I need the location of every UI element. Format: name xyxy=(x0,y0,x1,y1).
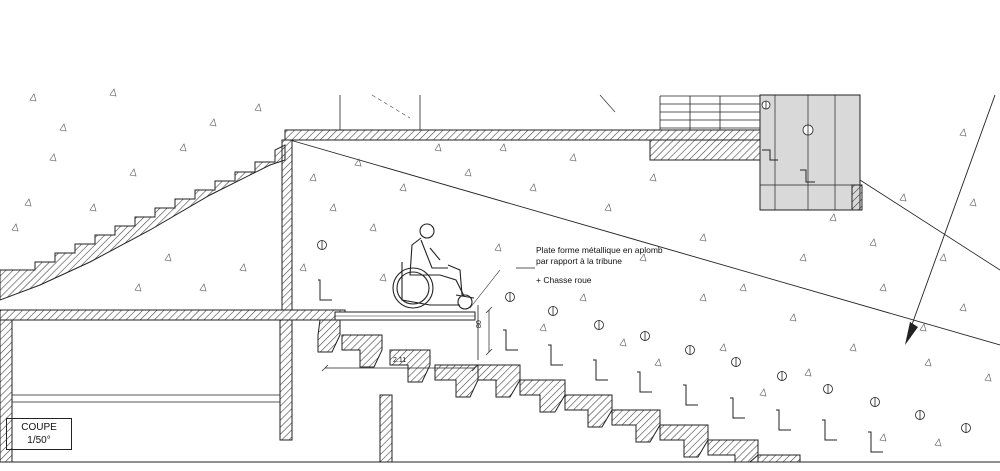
seat-markers xyxy=(317,240,971,433)
annotation-platform-line2: par rapport à la tribune xyxy=(536,256,622,266)
dimension-width xyxy=(321,364,479,372)
left-stair xyxy=(0,144,286,301)
annotation-platform-line1: Plate forme métallique en aplomb xyxy=(536,245,663,255)
sight-line-arrow xyxy=(909,94,996,331)
upper-ceiling-slab xyxy=(284,94,761,161)
sight-line xyxy=(289,139,1000,346)
dimension-height xyxy=(485,306,493,356)
upper-stair-railing xyxy=(599,94,760,130)
view-title-box: COUPE 1/50° xyxy=(6,418,72,450)
annotation-wheel-stop: + Chasse roue xyxy=(536,275,592,285)
stepped-tribune xyxy=(317,319,801,463)
metal-platform xyxy=(334,305,479,360)
view-title: COUPE xyxy=(21,422,57,433)
dimension-width-label: 2.11 xyxy=(393,357,407,364)
central-wall xyxy=(281,139,293,311)
arrow-head xyxy=(905,322,918,345)
upper-tribune-block xyxy=(759,94,1000,271)
concrete-stipple xyxy=(11,88,992,447)
annotation-leader-2 xyxy=(469,269,501,309)
dimension-height-label: 80 xyxy=(476,320,483,328)
view-scale: 1/50° xyxy=(27,435,51,446)
wheelchair-user-figure xyxy=(392,223,475,310)
tribune-seats xyxy=(318,279,883,453)
